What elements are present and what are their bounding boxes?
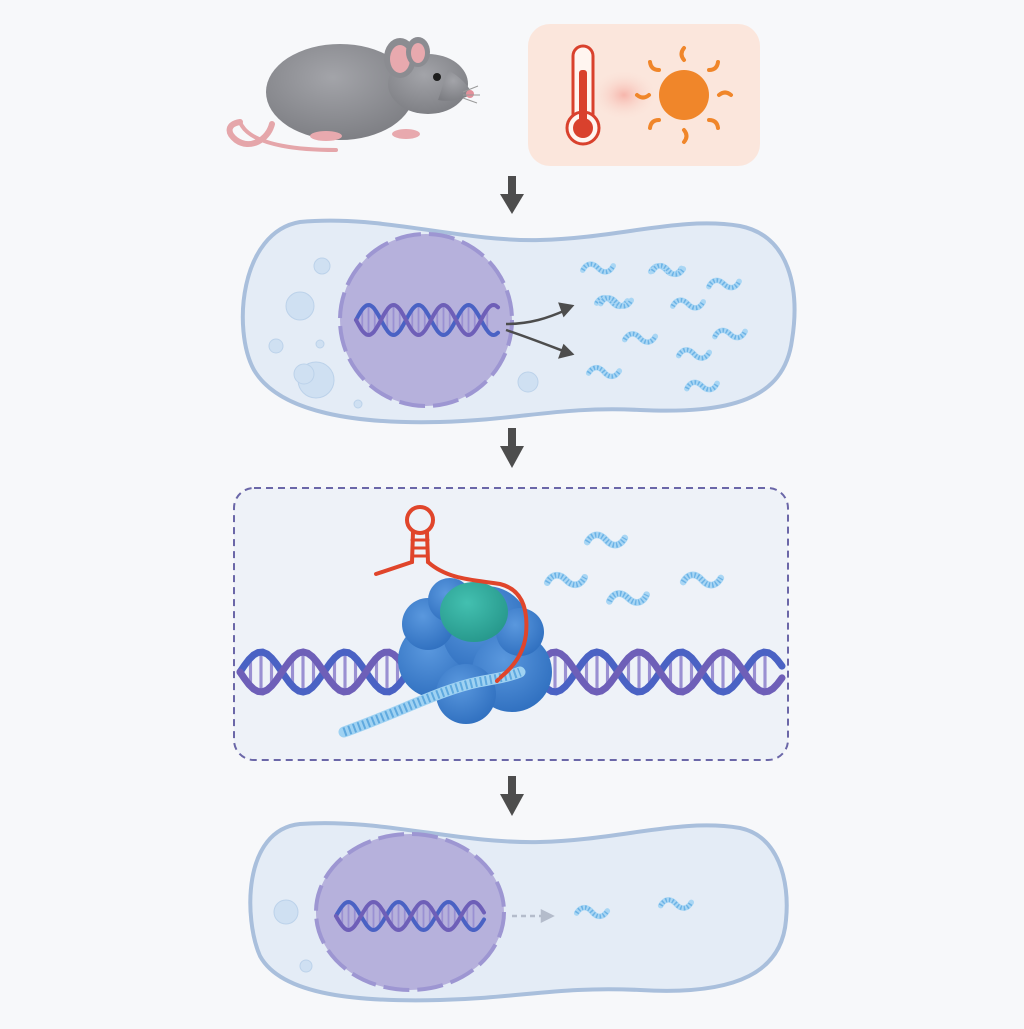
nucleus [338, 232, 514, 408]
dashed-arrow [512, 908, 555, 924]
rna-fragment [579, 261, 617, 275]
vesicles [268, 257, 539, 409]
rna-fragment [621, 331, 659, 345]
rna-fragment [675, 347, 713, 361]
red-hairpin-rna [374, 505, 529, 684]
cell-step-2 [240, 218, 797, 425]
down-arrow [500, 176, 524, 214]
cell-step-4 [248, 821, 789, 1003]
rna-fragment [684, 379, 720, 393]
rna-fragment [585, 364, 623, 380]
thermometer-icon [565, 44, 601, 146]
dna-binding-inset [233, 487, 789, 761]
rna-fragment [669, 297, 707, 311]
rna-fragment [712, 327, 748, 341]
rna-fragment [573, 904, 611, 920]
rna-fragment [649, 262, 687, 278]
rna-fragment [706, 277, 742, 291]
dna-helix [334, 899, 486, 933]
down-arrow [500, 776, 524, 816]
rna-fragment [583, 531, 629, 549]
rna-fragments [543, 531, 725, 606]
sun-icon [635, 46, 733, 144]
dna-strand [334, 899, 486, 933]
rna-fragment [657, 897, 695, 911]
rna-fragment [543, 571, 589, 589]
blue-rna-strand [338, 666, 526, 738]
down-arrow [500, 428, 524, 468]
mouse-icon [226, 37, 480, 152]
rna-fragments [579, 261, 748, 393]
protein-complex [398, 578, 552, 724]
dna-strand [354, 302, 500, 338]
rna-fragment [597, 295, 635, 309]
dna-helix [354, 302, 500, 338]
transcription-arrows [505, 302, 575, 359]
heat-stimulus-panel [528, 24, 760, 166]
rna-fragment [679, 571, 725, 589]
vesicles [273, 899, 313, 973]
dna-strand [354, 302, 500, 338]
rna-fragment [606, 590, 650, 606]
teal-subunit [440, 582, 508, 642]
rna-fragments [573, 897, 695, 920]
